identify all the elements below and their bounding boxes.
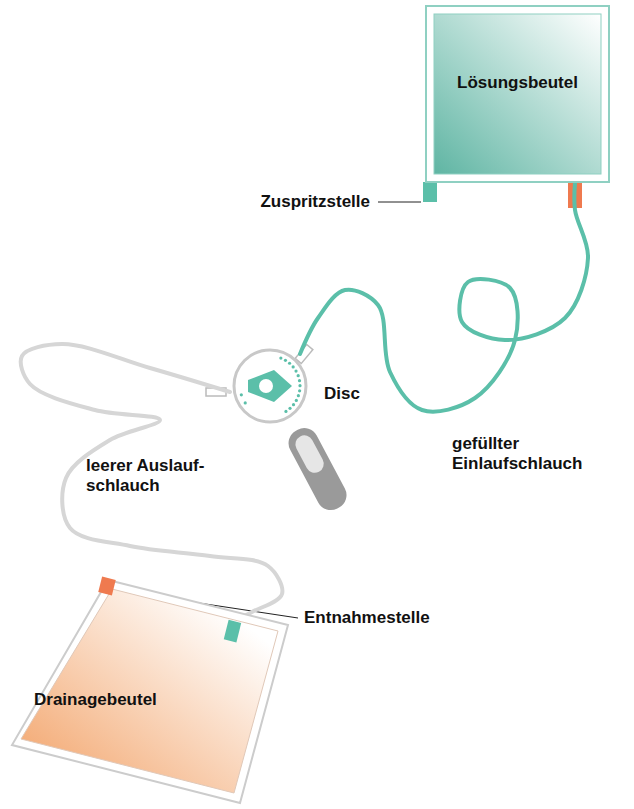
node-title: Disc: [324, 384, 360, 404]
node-outline: [230, 346, 310, 426]
tube-label: leerer Auslauf- schlauch: [86, 456, 236, 497]
node-outline: [425, 5, 610, 183]
leader-line: [378, 202, 421, 203]
bag-box: Drainagebeutel: [8, 575, 293, 807]
part-label: Zuspritzstelle: [200, 192, 370, 212]
tube-connector: [300, 183, 588, 412]
tube-label: gefüllter Einlaufschlauch: [452, 434, 612, 475]
node-title: Lösungsbeutel: [457, 73, 578, 93]
disc-symbol: Disc: [230, 346, 310, 426]
bag-box: Lösungsbeutel: [425, 5, 610, 183]
injection-port: [423, 182, 437, 202]
part-label: Entnahmestelle: [304, 608, 474, 628]
node-title: Drainagebeutel: [34, 690, 157, 710]
disc-handle: [284, 423, 352, 515]
